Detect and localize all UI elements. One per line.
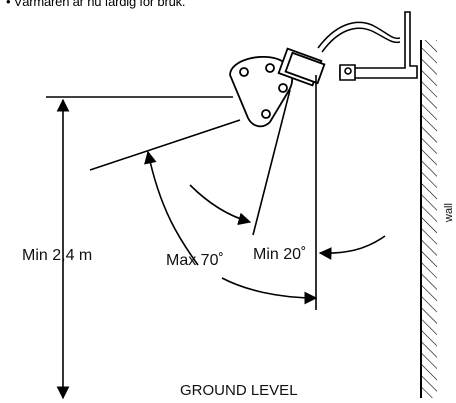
height-dimension [46, 96, 233, 400]
ground-level-label: GROUND LEVEL [180, 382, 298, 399]
max-angle-label: Max 70˚ [166, 252, 224, 269]
wall [420, 40, 437, 398]
min-angle-line [252, 89, 291, 236]
min-angle-label: Min 20˚ [253, 246, 306, 263]
max-angle-arc [144, 150, 199, 266]
heater-lamp-icon [229, 47, 326, 128]
inner-angle-arc [189, 184, 252, 226]
mounting-bracket [339, 11, 418, 81]
max-angle-line [89, 119, 241, 171]
min-height-label: Min 2,4 m [22, 247, 92, 264]
wall-label: wall [443, 203, 455, 223]
power-cable [317, 21, 401, 49]
min-angle-pointer-arrow [318, 235, 386, 260]
instruction-note: • Värmaren är nu färdig för bruk. [6, 0, 186, 9]
outer-angle-arc [221, 277, 318, 305]
